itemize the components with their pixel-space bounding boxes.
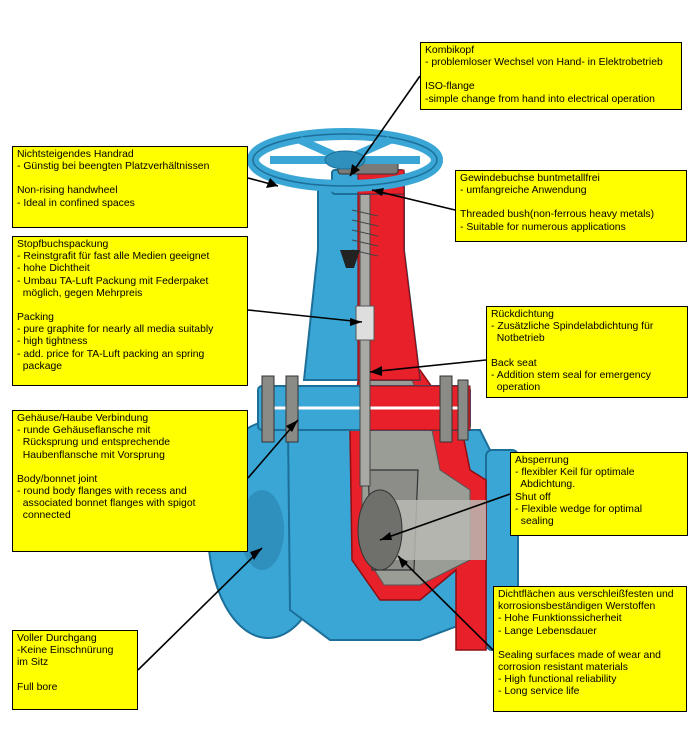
arrowhead-gewinde xyxy=(372,188,384,196)
callout-line xyxy=(17,670,133,682)
callout-line: - pure graphite for nearly all media sui… xyxy=(17,324,214,336)
callout-line: - Ideal in confined spaces xyxy=(17,197,135,209)
callout-line: connected xyxy=(17,510,71,522)
flange-bore-left xyxy=(240,490,284,570)
callout-line: - add. price for TA-Luft packing an spri… xyxy=(17,348,205,360)
leader-arrowheads xyxy=(250,164,408,568)
callout-line: package xyxy=(17,360,63,372)
callout-line: - Umbau TA-Luft Packung mit Federpaket xyxy=(17,275,209,287)
arrowhead-voller xyxy=(250,548,262,560)
leader-voller xyxy=(137,547,263,671)
callout-line: - flexibler Keil für optimale xyxy=(515,467,635,479)
arrowhead-absperr xyxy=(380,532,392,540)
callout-line: - high tightness xyxy=(17,336,88,348)
callout-threaded-bush: Gewindebuchse buntmetallfrei- umfangreic… xyxy=(455,170,687,242)
callout-line: - runde Gehäuseflansche mit xyxy=(17,425,151,437)
callout-line: Stopfbuchspackung xyxy=(17,239,109,250)
callout-line xyxy=(460,197,682,209)
callout-line: - Günstig bei beengten Platzverhältnisse… xyxy=(17,161,210,173)
callout-line: Non-rising handwheel xyxy=(17,185,118,197)
leader-absperr xyxy=(379,493,511,541)
callout-line: sealing xyxy=(515,516,554,528)
arrowhead-dicht xyxy=(398,556,408,568)
callout-line: Haubenflansche mit Vorsprung xyxy=(17,449,165,461)
callout-line: Gehäuse/Haube Verbindung xyxy=(17,413,149,424)
callout-line: Rücksprung und entsprechende xyxy=(17,437,171,449)
callout-line: - Reinstgrafit für fast alle Medien geei… xyxy=(17,251,210,263)
callout-kombikopf: Kombikopf- problemloser Wechsel von Hand… xyxy=(420,42,682,110)
callout-line: - High functional reliability xyxy=(498,674,617,686)
callout-line: operation xyxy=(491,382,541,394)
callout-line: im Sitz xyxy=(17,657,49,669)
callout-line: Body/bonnet joint xyxy=(17,473,98,485)
callout-line xyxy=(491,346,683,358)
callout-line xyxy=(498,638,682,650)
callout-line xyxy=(17,300,243,312)
callout-line: - Zusätzliche Spindelabdichtung für xyxy=(491,321,654,333)
callout-packing: Stopfbuchspackung- Reinstgrafit für fast… xyxy=(12,236,248,386)
callout-line: Sealing surfaces made of wear and xyxy=(498,649,661,661)
arrowhead-handrad xyxy=(266,178,278,188)
callout-line: Dichtflächen aus verschleißfesten und xyxy=(498,589,674,600)
callout-line: - round body flanges with recess and xyxy=(17,486,187,498)
gland-spring xyxy=(340,250,360,268)
arrowhead-rueck xyxy=(370,366,382,376)
callout-line: - Hohe Funktionssicherheit xyxy=(498,613,622,625)
callout-body-bonnet-joint: Gehäuse/Haube Verbindung- runde Gehäusef… xyxy=(12,410,248,552)
callout-line: - Lange Lebensdauer xyxy=(498,625,597,637)
callout-line: Kombikopf xyxy=(425,45,475,56)
callout-line: - Flexible wedge for optimal xyxy=(515,503,643,515)
seat-ring xyxy=(357,489,403,571)
callout-line: - hohe Dichtheit xyxy=(17,263,90,275)
callout-line xyxy=(17,462,243,474)
callout-line: -simple change from hand into electrical… xyxy=(425,93,655,105)
callout-line: Full bore xyxy=(17,681,58,693)
arrowhead-stopf xyxy=(350,318,362,326)
callout-line: Threaded bush(non-ferrous heavy metals) xyxy=(460,209,655,221)
callout-line: associated bonnet flanges with spigot xyxy=(17,498,196,510)
callout-handwheel: Nichtsteigendes Handrad- Günstig bei bee… xyxy=(12,146,248,228)
callout-line xyxy=(17,173,243,185)
callout-line: - Long service life xyxy=(498,686,580,698)
callout-line: - problemloser Wechsel von Hand- in Elek… xyxy=(425,57,663,69)
leader-kombikopf xyxy=(349,75,421,177)
arrowhead-kombikopf xyxy=(350,164,360,176)
callout-line: Notbetrieb xyxy=(491,333,545,345)
callout-line: - Suitable for numerous applications xyxy=(460,221,626,233)
callout-line: - umfangreiche Anwendung xyxy=(460,185,587,197)
leader-dicht xyxy=(397,555,494,651)
leader-rueck xyxy=(369,359,487,373)
callout-line: korrosionsbeständigen Werstoffen xyxy=(498,601,656,613)
callout-back-seat: Rückdichtung- Zusätzliche Spindelabdicht… xyxy=(486,306,688,398)
callout-line: möglich, gegen Mehrpreis xyxy=(17,287,143,299)
callout-line xyxy=(425,69,677,81)
callout-line: Nichtsteigendes Handrad xyxy=(17,149,134,160)
callout-line: Absperrung xyxy=(515,455,569,466)
callout-line: Rückdichtung xyxy=(491,309,554,320)
leader-gewinde xyxy=(371,189,456,211)
callout-line: Abdichtung. xyxy=(515,479,576,491)
full-bore-passage xyxy=(388,500,486,560)
callout-line: Voller Durchgang xyxy=(17,633,97,644)
callout-line: corrosion resistant materials xyxy=(498,662,628,674)
callout-line: Packing xyxy=(17,312,54,324)
callout-line: ISO-flange xyxy=(425,81,475,93)
callout-shut-off: Absperrung- flexibler Keil für optimale … xyxy=(510,452,688,536)
leader-stopf xyxy=(247,309,363,323)
callout-line: Back seat xyxy=(491,357,537,369)
callout-line: -Keine Einschnürung xyxy=(17,645,114,657)
callout-line: Gewindebuchse buntmetallfrei xyxy=(460,173,600,184)
callout-line: Shut off xyxy=(515,491,551,503)
handwheel xyxy=(247,128,443,192)
arrowhead-gehaeuse xyxy=(286,420,298,432)
callout-line: - Addition stem seal for emergency xyxy=(491,369,651,381)
